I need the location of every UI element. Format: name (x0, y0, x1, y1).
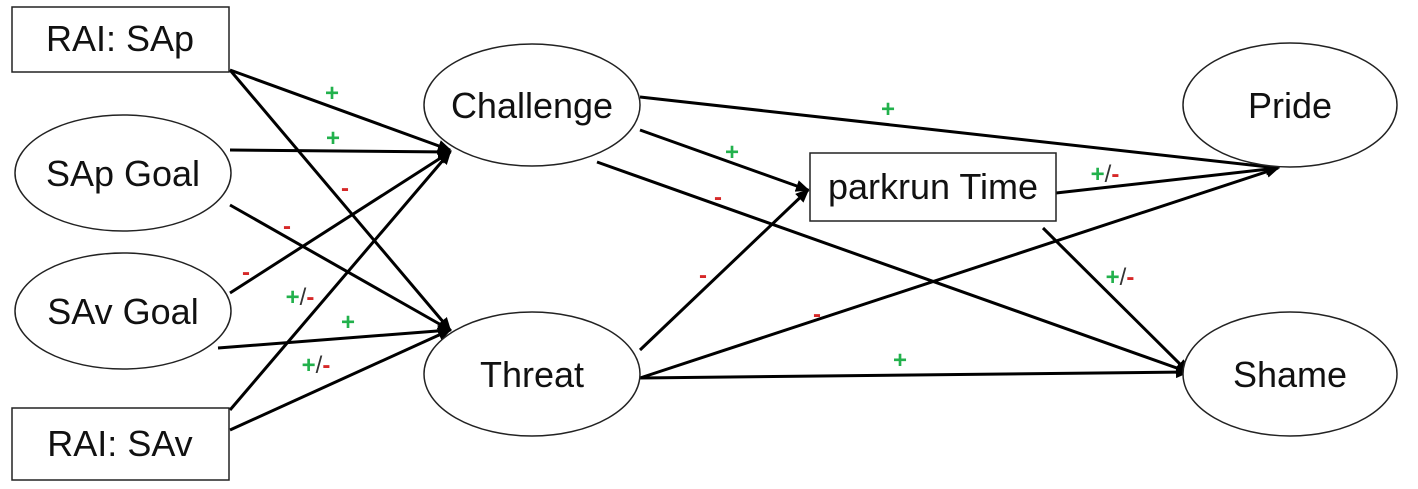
edge-sav-goal-to-challenge (229, 150, 452, 295)
edge-sign-rai-sav-to-challenge: +/- (286, 284, 315, 311)
node-sav-goal: SAv Goal (14, 252, 232, 370)
signs-layer: +-+--++/-+/-++---++/-+/- (242, 80, 1134, 379)
edge-sign-rai-sav-to-threat: +/- (302, 352, 331, 379)
edge-rai-sap-to-challenge (229, 68, 452, 152)
edge-sap-goal-to-threat (229, 203, 452, 332)
edge-parkrun-time-to-pride (1055, 163, 1280, 195)
edge-sign-challenge-to-shame: - (714, 184, 722, 211)
node-rai-sap-label: RAI: SAp (46, 18, 194, 59)
edge-rai-sav-to-threat (229, 328, 452, 432)
edge-sign-sap-goal-to-challenge: + (326, 125, 340, 152)
edge-challenge-to-shame (596, 160, 1190, 374)
node-rai-sav-label: RAI: SAv (47, 423, 192, 464)
edge-threat-to-shame (639, 366, 1190, 380)
node-rai-sav: RAI: SAv (11, 407, 230, 481)
edges-layer (217, 68, 1280, 432)
node-pride: Pride (1182, 42, 1398, 168)
edge-sign-challenge-to-pride: + (881, 96, 895, 123)
edge-sign-sap-goal-to-threat: - (283, 213, 291, 240)
node-shame-label: Shame (1233, 354, 1347, 395)
node-rai-sap: RAI: SAp (11, 6, 230, 73)
node-challenge: Challenge (423, 43, 641, 167)
edge-sign-rai-sap-to-threat: - (341, 175, 349, 202)
edge-sign-threat-to-shame: + (893, 347, 907, 374)
edge-sav-goal-to-threat (217, 324, 452, 350)
nodes-layer: RAI: SAp RAI: SAv parkrun Time SAp Goal … (11, 6, 1398, 481)
edge-sign-parkrun-time-to-shame: +/- (1106, 264, 1135, 291)
node-sap-goal: SAp Goal (14, 114, 232, 232)
edge-sign-sav-goal-to-threat: + (341, 309, 355, 336)
edge-parkrun-time-to-shame (1041, 226, 1190, 374)
node-challenge-label: Challenge (451, 85, 613, 126)
node-shame: Shame (1182, 311, 1398, 437)
edge-threat-to-pride (639, 166, 1280, 380)
edge-sign-challenge-to-parkrun-time: + (725, 139, 739, 166)
edge-sign-threat-to-parkrun-time: - (699, 262, 707, 289)
node-threat-label: Threat (480, 354, 584, 395)
edge-rai-sav-to-challenge (228, 150, 452, 411)
edge-challenge-to-pride (639, 95, 1280, 173)
edge-sign-sav-goal-to-challenge: - (242, 259, 250, 286)
node-sap-goal-label: SAp Goal (46, 153, 200, 194)
edge-threat-to-parkrun-time (638, 188, 810, 352)
edge-sign-rai-sap-to-challenge: + (325, 80, 339, 107)
node-threat: Threat (423, 311, 641, 437)
edge-sap-goal-to-challenge (229, 145, 452, 158)
edge-rai-sap-to-threat (228, 69, 452, 332)
edge-sign-threat-to-pride: - (813, 301, 821, 328)
edge-sign-parkrun-time-to-pride: +/- (1091, 161, 1120, 188)
node-parkrun-time: parkrun Time (809, 152, 1057, 222)
edge-challenge-to-parkrun-time (639, 128, 810, 192)
node-parkrun-time-label: parkrun Time (828, 166, 1038, 207)
node-sav-goal-label: SAv Goal (47, 291, 198, 332)
node-pride-label: Pride (1248, 85, 1332, 126)
